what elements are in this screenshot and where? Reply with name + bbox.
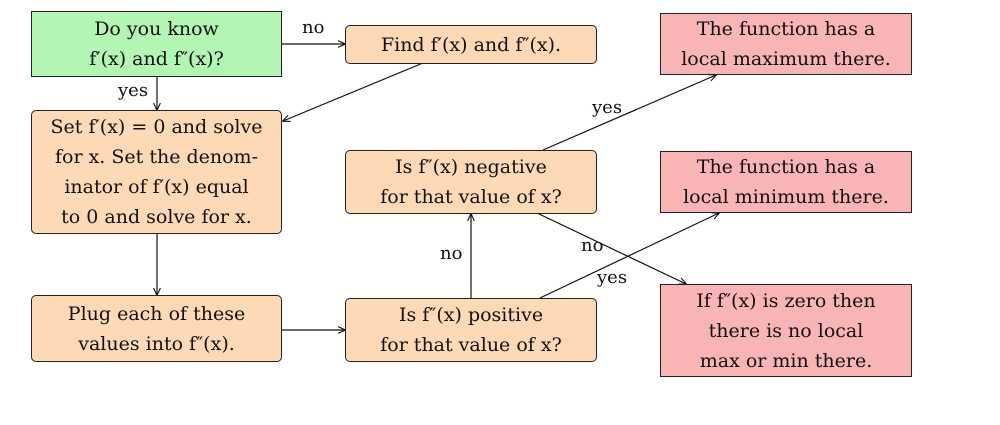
- local-minimum-node: The function has a local minimum there.: [660, 151, 912, 213]
- edge-negative-to-max: [542, 75, 716, 151]
- node-line: Plug each of these: [67, 302, 246, 325]
- is-positive-node: Is f″(x) positive for that value of x?: [345, 298, 597, 362]
- node-line: for x. Set the denom-: [55, 146, 258, 168]
- is-negative-node: Is f″(x) negative for that value of x?: [345, 150, 597, 214]
- node-line: Do you know: [94, 18, 219, 40]
- node-line: there is no local: [708, 319, 864, 342]
- no-extremum-node: If f″(x) is zero then there is no local …: [660, 284, 912, 377]
- edge-negative-to-zero: [536, 212, 686, 284]
- node-line: values into f″(x).: [78, 332, 235, 355]
- node-line: Is f″(x) positive: [398, 304, 544, 326]
- node-line: Is f″(x) negative: [395, 156, 547, 178]
- node-line: The function has a: [696, 18, 876, 40]
- node-line: inator of f′(x) equal: [64, 176, 249, 198]
- node-line: for that value of x?: [380, 186, 562, 208]
- node-line: The function has a: [696, 156, 876, 178]
- node-line: local maximum there.: [681, 48, 891, 70]
- edge-label-start-solve: yes: [118, 80, 149, 101]
- node-line: to 0 and solve for x.: [61, 206, 252, 228]
- edge-label-negative-max: yes: [592, 97, 623, 118]
- node-line: Set f′(x) = 0 and solve: [50, 116, 263, 138]
- edge-label-start-find: no: [302, 17, 325, 38]
- edge-label-negative-zero: no: [581, 235, 604, 256]
- node-line: f′(x) and f″(x)?: [89, 48, 224, 70]
- node-line: local minimum there.: [683, 186, 889, 208]
- edge-positive-to-min: [539, 213, 719, 299]
- local-maximum-node: The function has a local maximum there.: [660, 13, 912, 75]
- node-line: max or min there.: [699, 349, 873, 372]
- find-derivatives-node: Find f′(x) and f″(x).: [345, 25, 597, 64]
- solve-critical-points-node: Set f′(x) = 0 and solve for x. Set the d…: [31, 110, 282, 234]
- node-line: for that value of x?: [380, 334, 562, 356]
- node-line: Find f′(x) and f″(x).: [380, 33, 562, 56]
- node-line: If f″(x) is zero then: [696, 289, 876, 312]
- edge-find-to-solve: [283, 62, 424, 121]
- edge-label-positive-min: yes: [597, 267, 628, 288]
- know-derivatives-node: Do you know f′(x) and f″(x)?: [31, 11, 282, 77]
- plug-values-node: Plug each of these values into f″(x).: [31, 295, 282, 362]
- edge-label-positive-negative: no: [440, 243, 463, 264]
